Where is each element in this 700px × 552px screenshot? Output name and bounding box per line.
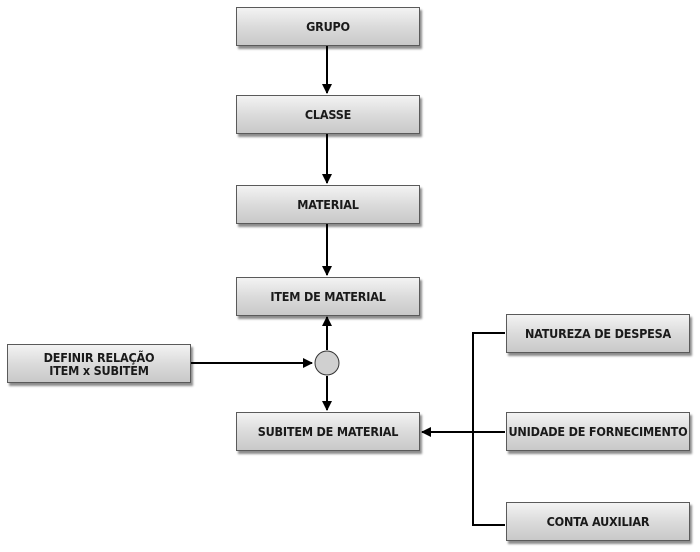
unidade-de-fornecimento-box: UNIDADE DE FORNECIMENTO: [506, 412, 690, 451]
junction-circle: [314, 350, 340, 376]
bracket-right-group: [472, 332, 505, 526]
subitem-de-material-box: SUBITEM DE MATERIAL: [236, 412, 420, 451]
classe-box: CLASSE: [236, 95, 420, 134]
grupo-box: GRUPO: [236, 7, 420, 46]
conta-auxiliar-box: CONTA AUXILIAR: [506, 502, 690, 541]
definir-relacao-line2: ITEM x SUBITEM: [49, 362, 149, 378]
item-de-material-box: ITEM DE MATERIAL: [236, 277, 420, 316]
definir-relacao-line1: DEFINIR RELAÇÃO: [43, 349, 155, 365]
definir-relacao-box: DEFINIR RELAÇÃO ITEM x SUBITEM: [7, 344, 191, 383]
material-box: MATERIAL: [236, 185, 420, 224]
natureza-de-despesa-box: NATUREZA DE DESPESA: [506, 314, 690, 353]
